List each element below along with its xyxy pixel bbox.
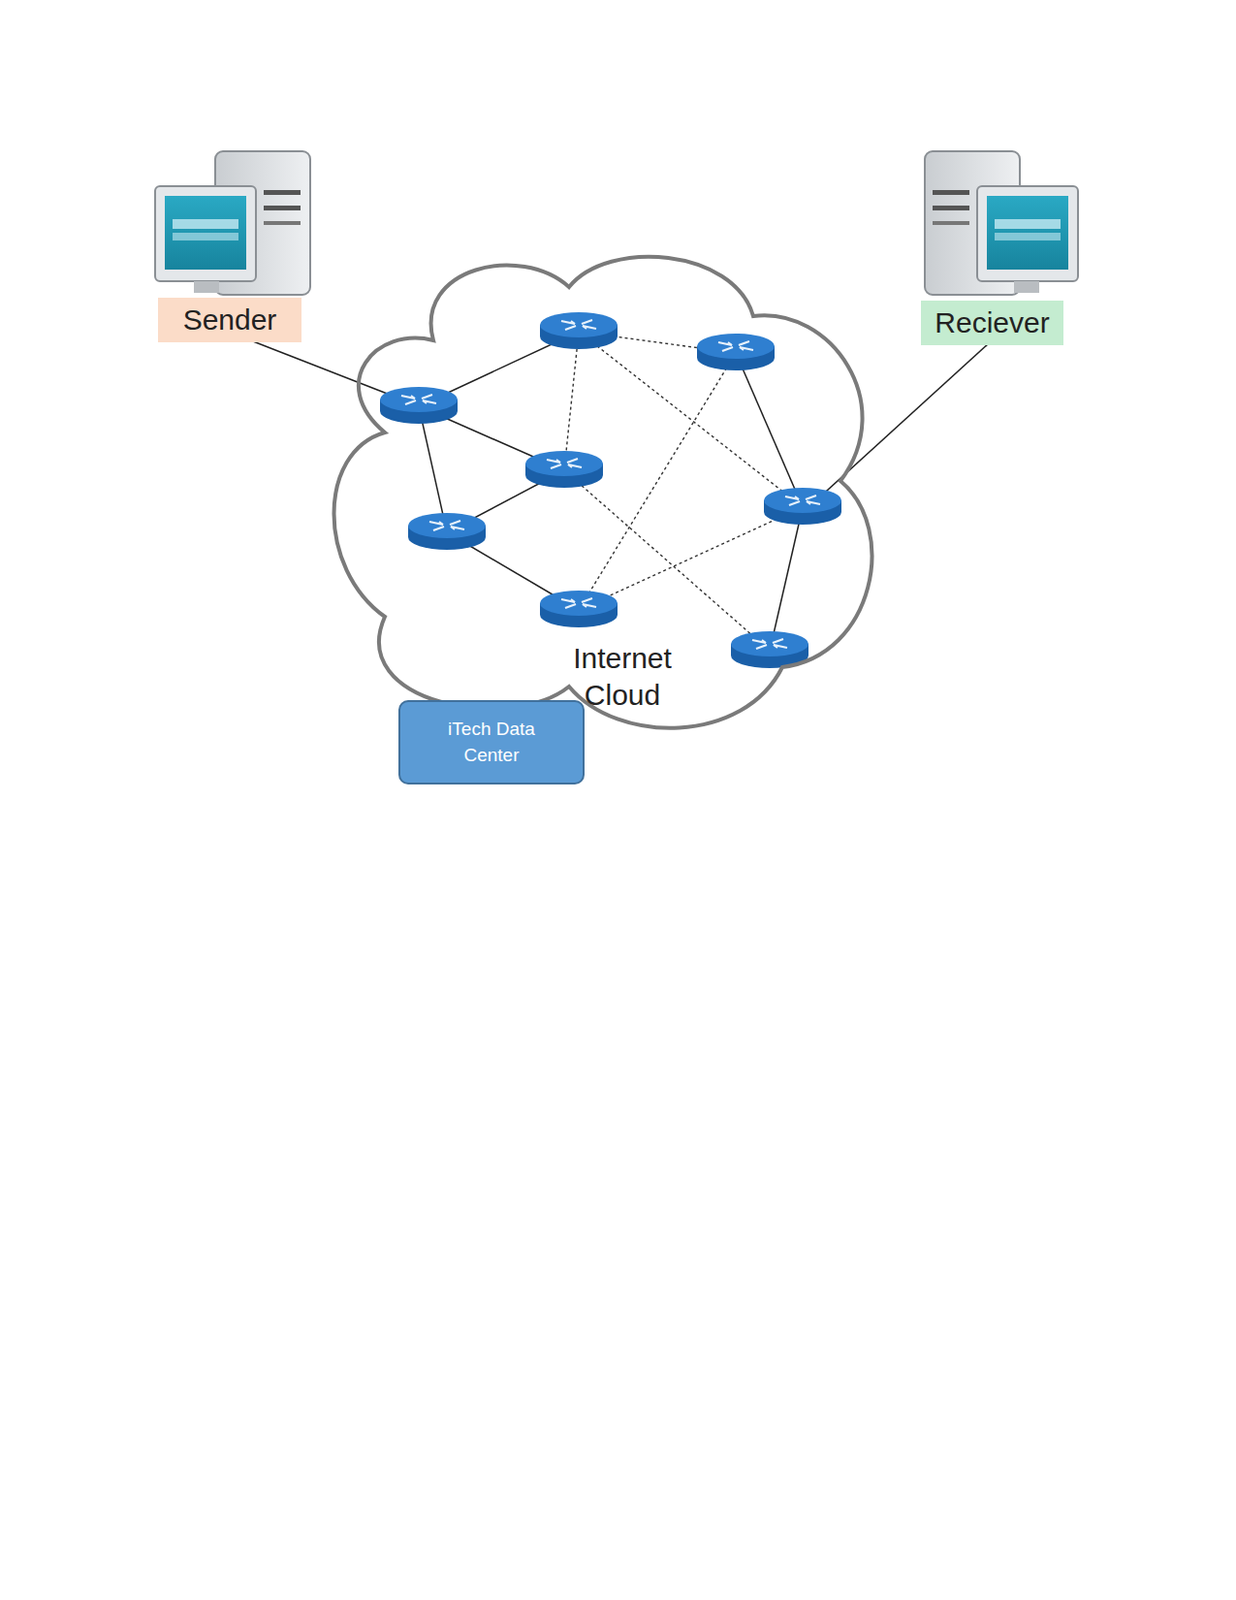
sender-label: Sender — [158, 297, 302, 343]
data-center-box: iTech Data Center — [398, 699, 585, 785]
node-text: Sender — [183, 301, 278, 339]
sender-computer — [155, 151, 311, 295]
node-text: Reciever — [934, 304, 1049, 342]
receiver-label: Reciever — [920, 300, 1064, 346]
node-text: iTech Data Center — [417, 716, 566, 768]
receiver-computer — [924, 151, 1078, 295]
cloud-path — [334, 256, 873, 729]
routers — [380, 312, 842, 668]
solid-links — [418, 331, 803, 651]
internet-cloud: Internet Cloud — [326, 248, 884, 737]
access-wire — [253, 341, 408, 402]
